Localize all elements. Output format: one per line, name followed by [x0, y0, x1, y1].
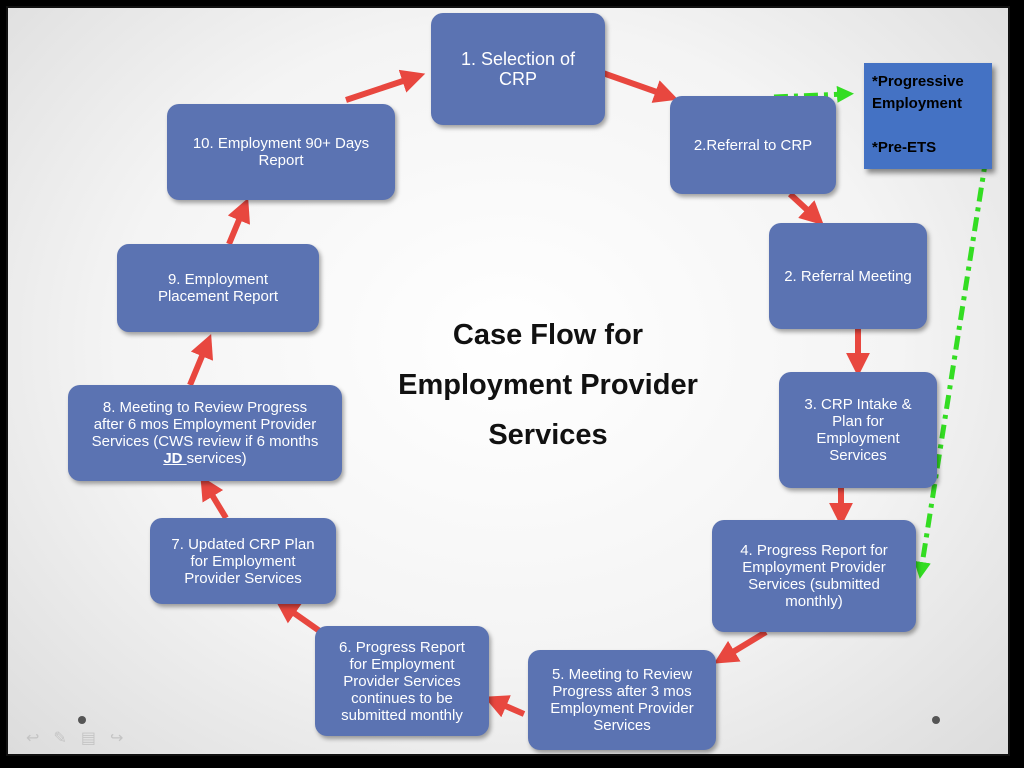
- step-2b-node: 2. Referral Meeting: [769, 223, 927, 329]
- pen-icon[interactable]: ✎: [53, 728, 81, 747]
- arrow-6-7: [484, 695, 526, 718]
- jd-underlined-text: JD: [163, 450, 187, 467]
- callout-line-progressive: *Progressive: [872, 73, 964, 90]
- diagram-title: Case Flow for Employment Provider Servic…: [398, 319, 698, 451]
- callout-line-pre-ets: *Pre-ETS: [872, 139, 937, 156]
- arrow-9-10: [187, 334, 214, 387]
- arrow-10-11: [226, 198, 250, 246]
- arrow-5-6: [713, 629, 768, 664]
- left-dot: [78, 716, 86, 724]
- back-icon[interactable]: ↩: [26, 728, 54, 747]
- callout-box: *Progressive Employment *Pre-ETS: [864, 63, 992, 169]
- arrow-7-8: [275, 599, 323, 635]
- slideshow-controls[interactable]: ↩✎▤↪: [26, 728, 137, 747]
- forward-icon[interactable]: ↪: [109, 728, 138, 747]
- arrow-2-3: [787, 191, 824, 226]
- step-2-node: 2.Referral to CRP: [670, 96, 836, 194]
- step-8-node: 8. Meeting to Review Progress after 6 mo…: [68, 385, 342, 481]
- menu-icon[interactable]: ▤: [80, 728, 110, 747]
- callout-line-employment: Employment: [872, 95, 963, 112]
- right-dot: [932, 716, 940, 724]
- arrow-1-2: [599, 69, 679, 103]
- arrow-8-9: [200, 475, 229, 520]
- arrow-11-1: [345, 69, 426, 103]
- dashed-arrow-to-step-4: [914, 157, 989, 579]
